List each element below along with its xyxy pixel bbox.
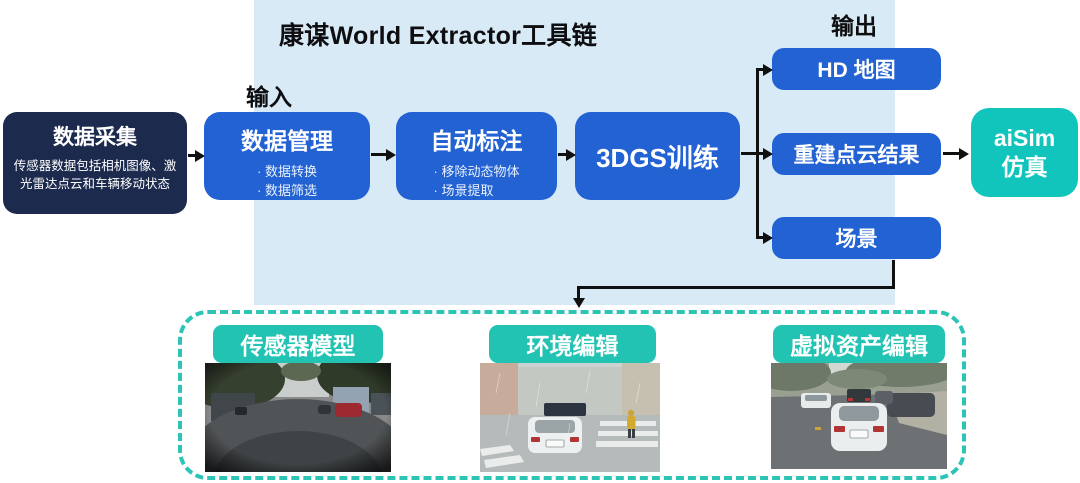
right-arrow-icon	[757, 236, 764, 239]
step-box-auto-annotation: 自动标注 移除动态物体 场景提取	[396, 112, 557, 200]
step-title: 自动标注	[430, 128, 523, 154]
right-arrow-icon	[558, 153, 567, 156]
right-arrow-icon	[371, 153, 387, 156]
data-collection-description: 传感器数据包括相机图像、激光雷达点云和车辆移动状态	[13, 159, 177, 192]
step-bullets: 移除动态物体 场景提取	[434, 163, 520, 201]
right-arrow-icon	[757, 68, 764, 71]
aisim-subtitle: 仿真	[1001, 153, 1048, 180]
data-collection-box: 数据采集 传感器数据包括相机图像、激光雷达点云和车辆移动状态	[3, 112, 187, 214]
output-box-hd-map: HD 地图	[772, 48, 941, 90]
right-arrow-icon	[757, 152, 764, 155]
step-bullets: 数据转换 数据筛选	[257, 163, 317, 201]
output-box-pointcloud-result: 重建点云结果	[772, 133, 941, 175]
output-label-text: HD 地图	[817, 59, 896, 82]
output-label-text: 重建点云结果	[793, 144, 920, 167]
output-label: 输出	[831, 13, 877, 39]
aisim-box: aiSim 仿真	[971, 108, 1078, 197]
branch-stub-line	[741, 152, 757, 155]
bullet-item: 数据筛选	[257, 182, 317, 201]
simulation-dashed-container	[178, 310, 966, 480]
data-collection-title: 数据采集	[53, 126, 137, 149]
connector-vertical-line	[892, 260, 895, 289]
output-box-scene: 场景	[772, 217, 941, 259]
tile-label-virtual-asset-editing: 虚拟资产编辑	[773, 325, 945, 363]
street-vehicles-image	[771, 363, 947, 469]
aisim-name: aiSim	[993, 124, 1056, 151]
step-title: 3DGS训练	[596, 142, 719, 173]
rainy-street-image	[480, 363, 660, 472]
bullet-item: 数据转换	[257, 163, 317, 182]
output-label-text: 场景	[835, 228, 878, 251]
right-arrow-icon	[943, 152, 960, 155]
fisheye-camera-street-image	[205, 363, 391, 472]
right-arrow-icon	[188, 154, 196, 157]
tile-label-environment-editing: 环境编辑	[489, 325, 656, 363]
page-title: 康谋World Extractor工具链	[279, 22, 598, 50]
tile-label-sensor-model: 传感器模型	[213, 325, 383, 363]
bullet-item: 场景提取	[434, 182, 520, 201]
step-title: 数据管理	[241, 128, 333, 154]
step-box-data-management: 数据管理 数据转换 数据筛选	[204, 112, 370, 200]
step-box-3dgs-training: 3DGS训练	[575, 112, 740, 200]
down-arrow-icon	[577, 286, 580, 299]
bullet-item: 移除动态物体	[434, 163, 519, 182]
input-label: 输入	[246, 84, 292, 110]
connector-horizontal-line	[577, 286, 895, 289]
